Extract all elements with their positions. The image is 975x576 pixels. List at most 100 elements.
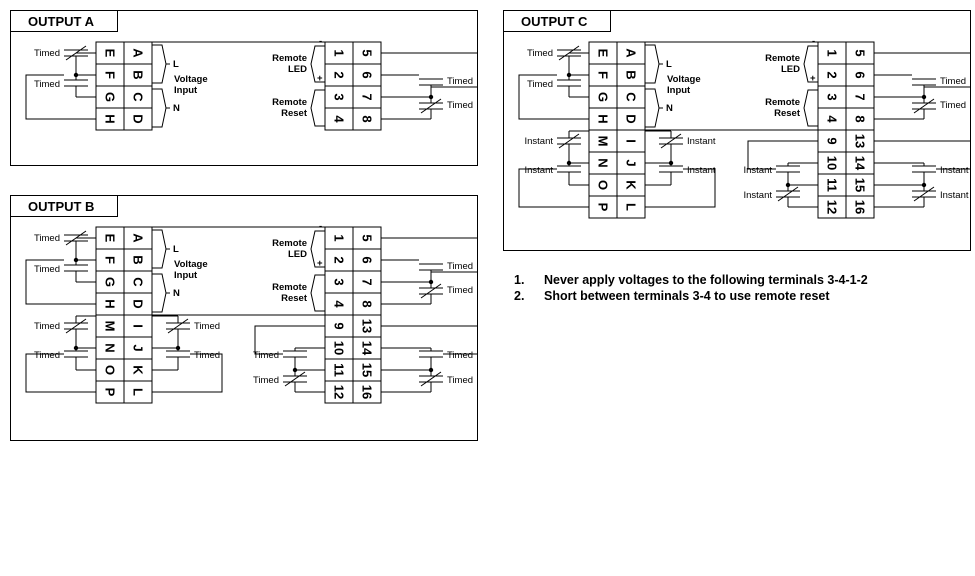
remote-led-bracket	[803, 45, 818, 83]
terminal-4: 4	[332, 115, 347, 123]
terminal-9: 9	[825, 137, 840, 144]
terminal-12: 12	[825, 200, 840, 214]
terminal-O: O	[596, 180, 611, 190]
timed-label: Timed	[447, 261, 473, 272]
extra-nc-contact-slash	[913, 186, 935, 202]
terminal-1: 1	[332, 234, 347, 241]
diagram-frame	[10, 195, 478, 441]
extra-contact-label: Instant	[940, 165, 969, 176]
terminal-K: K	[624, 180, 639, 190]
return-wire	[518, 74, 589, 120]
extra-contact-label: Timed	[447, 350, 473, 361]
terminal-10: 10	[332, 341, 347, 355]
terminal-G: G	[596, 92, 611, 102]
return-wire	[25, 259, 96, 305]
terminal-8: 8	[360, 115, 375, 122]
terminal-I: I	[624, 139, 639, 143]
return-wire	[381, 237, 478, 273]
terminal-14: 14	[853, 156, 868, 171]
junction-dot	[73, 72, 79, 78]
extra-contact-label: Instant	[687, 165, 716, 176]
voltage-bracket-l	[645, 44, 660, 84]
timed-nc-contact-slash	[65, 230, 87, 246]
timed-label: Timed	[527, 79, 553, 90]
return-wire	[381, 52, 478, 88]
terminal-B: B	[131, 70, 146, 79]
extra-contact-label: Timed	[447, 375, 473, 386]
return-wire	[381, 325, 478, 355]
led-plus: +	[810, 73, 816, 84]
terminal-16: 16	[853, 200, 868, 214]
label-led: LED	[288, 249, 307, 260]
terminal-E: E	[596, 49, 611, 58]
extra-contact-label: Instant	[743, 165, 772, 176]
extra-contact-label: Timed	[194, 350, 220, 361]
remote-reset-bracket	[803, 89, 818, 127]
extra-contact-label: Timed	[253, 375, 279, 386]
label-remote-reset: Remote	[765, 97, 800, 108]
led-minus: -	[812, 36, 815, 47]
terminal-A: A	[131, 233, 146, 243]
timed-nc-contact-slash	[558, 45, 580, 61]
label-l: L	[173, 59, 179, 70]
diagram-frame	[10, 10, 478, 166]
timed-label: Timed	[447, 100, 473, 111]
terminal-6: 6	[853, 71, 868, 78]
return-wire	[874, 140, 971, 170]
terminal-5: 5	[360, 49, 375, 56]
return-wire	[645, 168, 716, 208]
terminal-8: 8	[853, 115, 868, 122]
terminal-F: F	[103, 256, 118, 264]
diagram-title: OUTPUT B	[28, 199, 94, 214]
return-wire	[874, 52, 971, 88]
timed-label: Timed	[447, 285, 473, 296]
terminal-7: 7	[853, 93, 868, 100]
extra-contact-label: Timed	[253, 350, 279, 361]
extra-contact-label: Instant	[524, 136, 553, 147]
terminal-12: 12	[332, 385, 347, 399]
return-wire	[254, 325, 325, 355]
terminal-H: H	[103, 299, 118, 308]
terminal-F: F	[103, 71, 118, 79]
terminal-C: C	[624, 92, 639, 102]
terminal-M: M	[103, 321, 118, 332]
return-wire	[25, 74, 96, 120]
terminal-15: 15	[360, 363, 375, 377]
terminal-M: M	[596, 136, 611, 147]
terminal-13: 13	[853, 134, 868, 148]
label-led: LED	[288, 64, 307, 75]
terminal-N: N	[103, 343, 118, 352]
notes-list: 1.Never apply voltages to the following …	[514, 273, 868, 305]
voltage-bracket-l	[152, 44, 167, 84]
terminal-11: 11	[825, 178, 840, 192]
terminal-N: N	[596, 158, 611, 167]
extra-contact-label: Instant	[524, 165, 553, 176]
timed-label: Timed	[447, 76, 473, 87]
led-minus: -	[319, 36, 322, 47]
label-input: Input	[174, 85, 198, 96]
extra-contact-label: Instant	[940, 190, 969, 201]
terminal-E: E	[103, 234, 118, 243]
terminal-I: I	[131, 324, 146, 328]
note-number: 2.	[514, 289, 525, 303]
timed-label: Timed	[34, 233, 60, 244]
extra-contact-label: Instant	[687, 136, 716, 147]
remote-reset-bracket	[310, 89, 325, 127]
label-input: Input	[667, 85, 691, 96]
title-tab	[10, 195, 118, 217]
terminal-L: L	[624, 203, 639, 211]
terminal-3: 3	[825, 93, 840, 100]
terminal-K: K	[131, 365, 146, 375]
terminal-15: 15	[853, 178, 868, 192]
led-plus: +	[317, 258, 323, 269]
label-input: Input	[174, 270, 198, 281]
terminal-3: 3	[332, 93, 347, 100]
led-minus: -	[319, 221, 322, 232]
terminal-5: 5	[853, 49, 868, 56]
terminal-O: O	[103, 365, 118, 375]
terminal-B: B	[131, 255, 146, 264]
label-remote-led: Remote	[765, 53, 800, 64]
note-text: Short between terminals 3-4 to use remot…	[544, 289, 830, 303]
remote-led-bracket	[310, 230, 325, 268]
